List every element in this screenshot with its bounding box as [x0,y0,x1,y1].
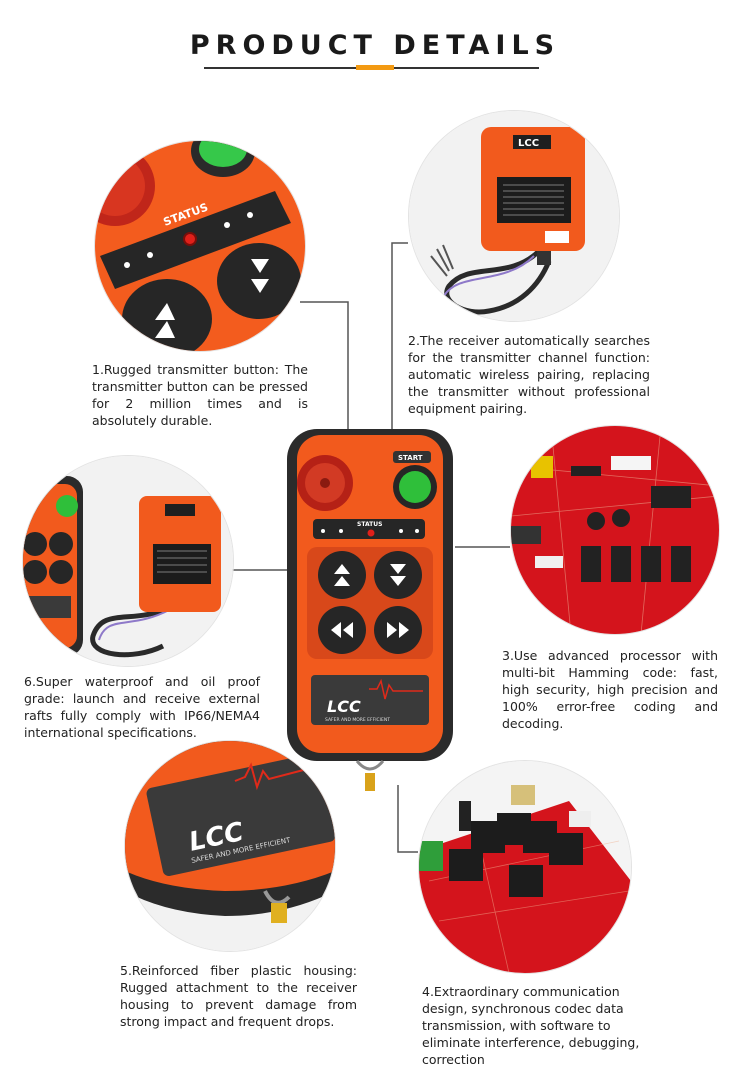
remote-left-button [318,606,366,654]
remote-brand: LCC [327,697,361,716]
feature-4-text: 4.Extraordinary communication design, sy… [422,984,640,1067]
housing-closeup: LCC SAFER AND MORE EFFICIENT [124,740,336,952]
remote-control: START STATUS LCC SAFER AND MORE EFFICIEN… [285,427,455,797]
status-led [183,232,197,246]
title-divider-accent [356,65,394,70]
transmitter-button-closeup: STATUS [94,140,306,352]
remote-down-button [374,551,422,599]
remote-up-button [318,551,366,599]
communication-board-closeup [418,760,632,974]
feature-2-text: 2.The receiver automatically searches fo… [408,333,650,416]
processor-board-closeup [510,425,720,635]
receiver-brand: LCC [518,138,539,149]
feature-1-text: 1.Rugged transmitter button: The transmi… [92,362,308,428]
title-divider-right [394,67,539,69]
waterproof-set-closeup [22,455,234,667]
feature-5-text: 5.Reinforced fiber plastic housing: Rugg… [120,963,357,1029]
remote-status-label: STATUS [357,521,382,528]
feature-3-text: 3.Use advanced processor with multi-bit … [502,648,718,731]
page-title: PRODUCT DETAILS [189,30,561,61]
remote-right-button [374,606,422,654]
start-label: START [398,454,423,462]
remote-slogan: SAFER AND MORE EFFICIENT [325,717,390,723]
title-divider-left [204,67,356,69]
receiver-closeup: LCC [408,110,620,322]
feature-6-text: 6.Super waterproof and oil proof grade: … [24,674,260,740]
start-button [399,471,431,503]
